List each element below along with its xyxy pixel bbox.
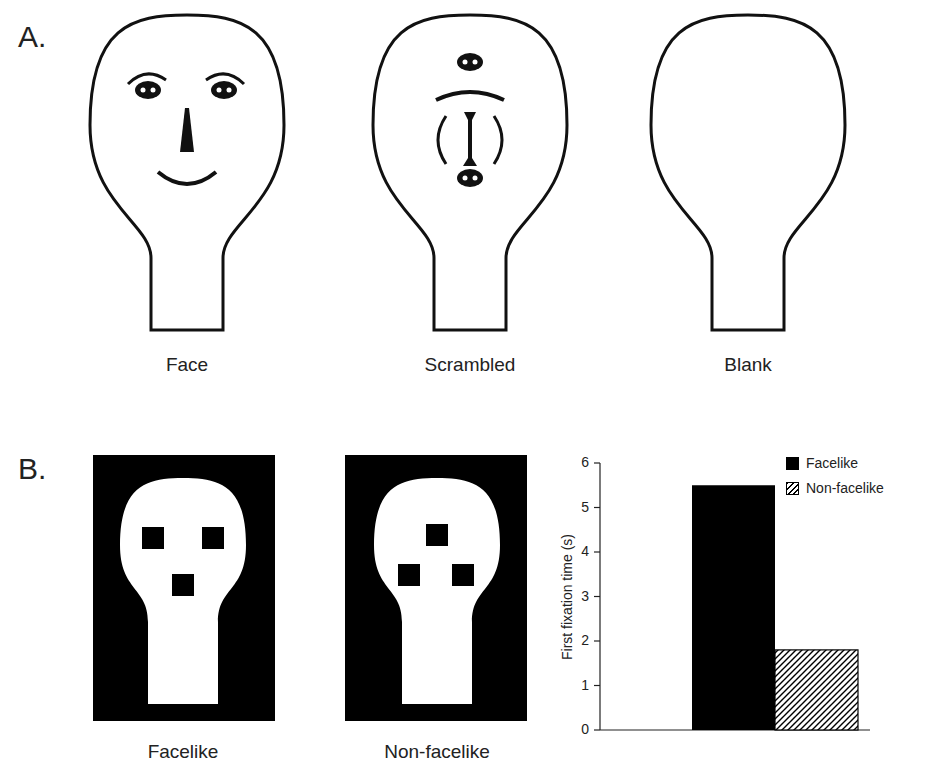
hatched-swatch — [786, 482, 799, 495]
bar — [775, 650, 858, 730]
bar — [692, 485, 775, 730]
scrambled-features — [436, 53, 504, 187]
stimulus-caption: Non-facelike — [384, 742, 490, 763]
stimulus-panel — [93, 455, 275, 721]
axis-title: First fixation time (s) — [560, 534, 575, 660]
tick-label: 2 — [581, 633, 589, 648]
bar-chart — [594, 463, 870, 730]
tick-label: 1 — [581, 678, 589, 693]
legend-label: Non-facelike — [806, 481, 884, 496]
tick-label: 4 — [581, 544, 589, 559]
stimulus-caption: Scrambled — [425, 355, 516, 376]
tick-label: 3 — [581, 589, 589, 604]
head-outline — [651, 15, 845, 330]
head-outline — [373, 15, 567, 330]
face-features — [128, 74, 244, 184]
stimulus-panel — [345, 455, 527, 721]
legend-label: Facelike — [806, 456, 858, 471]
legend-swatch — [786, 457, 799, 470]
tick-label: 5 — [581, 500, 589, 515]
panel-letter: A. — [18, 20, 46, 53]
stimulus-caption: Face — [166, 355, 208, 376]
tick-label: 0 — [581, 722, 589, 737]
stimulus-caption: Blank — [724, 355, 772, 376]
panel-letter: B. — [18, 452, 46, 485]
tick-label: 6 — [581, 455, 589, 470]
head-outline — [90, 15, 284, 330]
stimulus-caption: Facelike — [148, 742, 219, 763]
